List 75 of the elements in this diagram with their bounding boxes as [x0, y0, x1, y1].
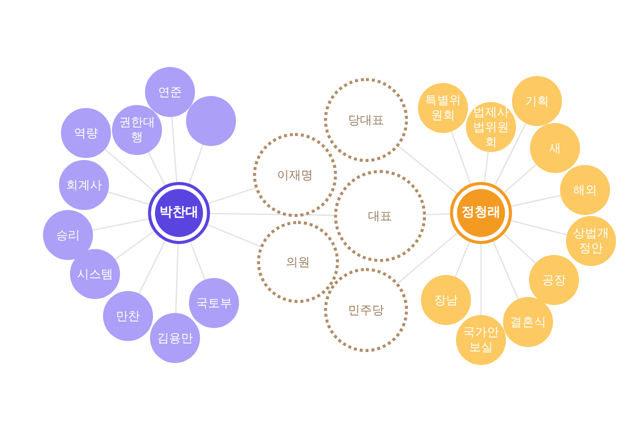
hub-circle	[450, 182, 512, 244]
hub-circle	[148, 182, 210, 244]
connector-line	[190, 242, 206, 280]
node-label: 국토부	[196, 296, 232, 310]
node-label: 대표	[368, 208, 392, 224]
keyword-circle	[418, 83, 468, 133]
keyword-circle	[103, 291, 153, 341]
node-label: 정청래	[462, 204, 500, 222]
node-label: 이재명	[277, 168, 313, 182]
keyword-circle	[189, 278, 239, 328]
node-label: 민주당	[348, 302, 384, 318]
node-label: 법제사법위원회	[472, 104, 510, 150]
node-label: 시스템	[77, 266, 113, 282]
connector-line	[188, 144, 204, 184]
connector-line	[148, 152, 166, 186]
connector-line	[504, 164, 537, 194]
keyword-circle	[512, 76, 562, 126]
connector-line	[108, 191, 150, 205]
connector-line	[92, 218, 149, 231]
connector-line	[104, 148, 156, 194]
dashed-circle	[324, 78, 408, 162]
keyword-circle	[503, 297, 553, 347]
connector-line	[171, 116, 178, 182]
dashed-circle	[253, 133, 337, 217]
node-label: 당대표	[348, 112, 384, 128]
keyword-circle	[566, 216, 616, 266]
connector-line	[510, 220, 567, 236]
node-label: 권한대행	[118, 115, 156, 145]
node-label: 박찬대	[160, 204, 198, 222]
dashed-circle	[324, 268, 408, 352]
keyword-circle	[560, 165, 610, 215]
node-label: 만찬	[116, 308, 140, 324]
connector-line	[492, 241, 519, 300]
node-label: 상법개정안	[572, 226, 610, 256]
node-label: 해외	[573, 182, 597, 198]
keyword-circle	[43, 210, 93, 260]
node-label: 결혼식	[510, 314, 546, 330]
node-label: 기획	[525, 94, 549, 108]
node-label: 역량	[74, 126, 98, 140]
connector-line	[398, 146, 458, 194]
connector-line	[207, 224, 260, 247]
node-label: 국가안보실	[462, 325, 500, 355]
keyword-circle	[145, 67, 195, 117]
circle-shape	[186, 96, 236, 146]
connector-line	[138, 240, 166, 294]
connector-line	[208, 187, 256, 204]
node-label: 특별위원회	[424, 93, 462, 123]
node-label: 연준	[158, 84, 182, 100]
keyword-circle	[112, 105, 162, 155]
node-label: 공장	[542, 272, 566, 288]
connector-line	[511, 194, 561, 207]
connector-line	[503, 233, 536, 264]
node-label: 회계사	[66, 178, 102, 192]
node-label: 새	[549, 140, 561, 156]
dashed-circle	[257, 221, 339, 303]
keyword-circle	[59, 160, 109, 210]
keyword-circle	[421, 275, 471, 325]
node-label: 의원	[286, 254, 310, 270]
connector-line	[454, 242, 470, 278]
node-label: 승리	[56, 228, 80, 242]
connector-line	[484, 152, 489, 182]
connector-line	[398, 232, 458, 284]
connector-line	[450, 131, 472, 184]
keyword-circle	[150, 313, 200, 363]
keyword-circle	[456, 315, 506, 365]
dashed-circle	[334, 170, 426, 262]
keyword-circle	[61, 108, 111, 158]
connector-line	[494, 123, 526, 186]
keyword-circle	[466, 102, 516, 152]
keyword-circle	[530, 123, 580, 173]
connector-line	[114, 230, 154, 260]
keyword-circle	[529, 255, 579, 305]
node-label: 김용만	[157, 330, 193, 346]
node-label: 장남	[434, 292, 458, 308]
keyword-circle	[70, 249, 120, 299]
